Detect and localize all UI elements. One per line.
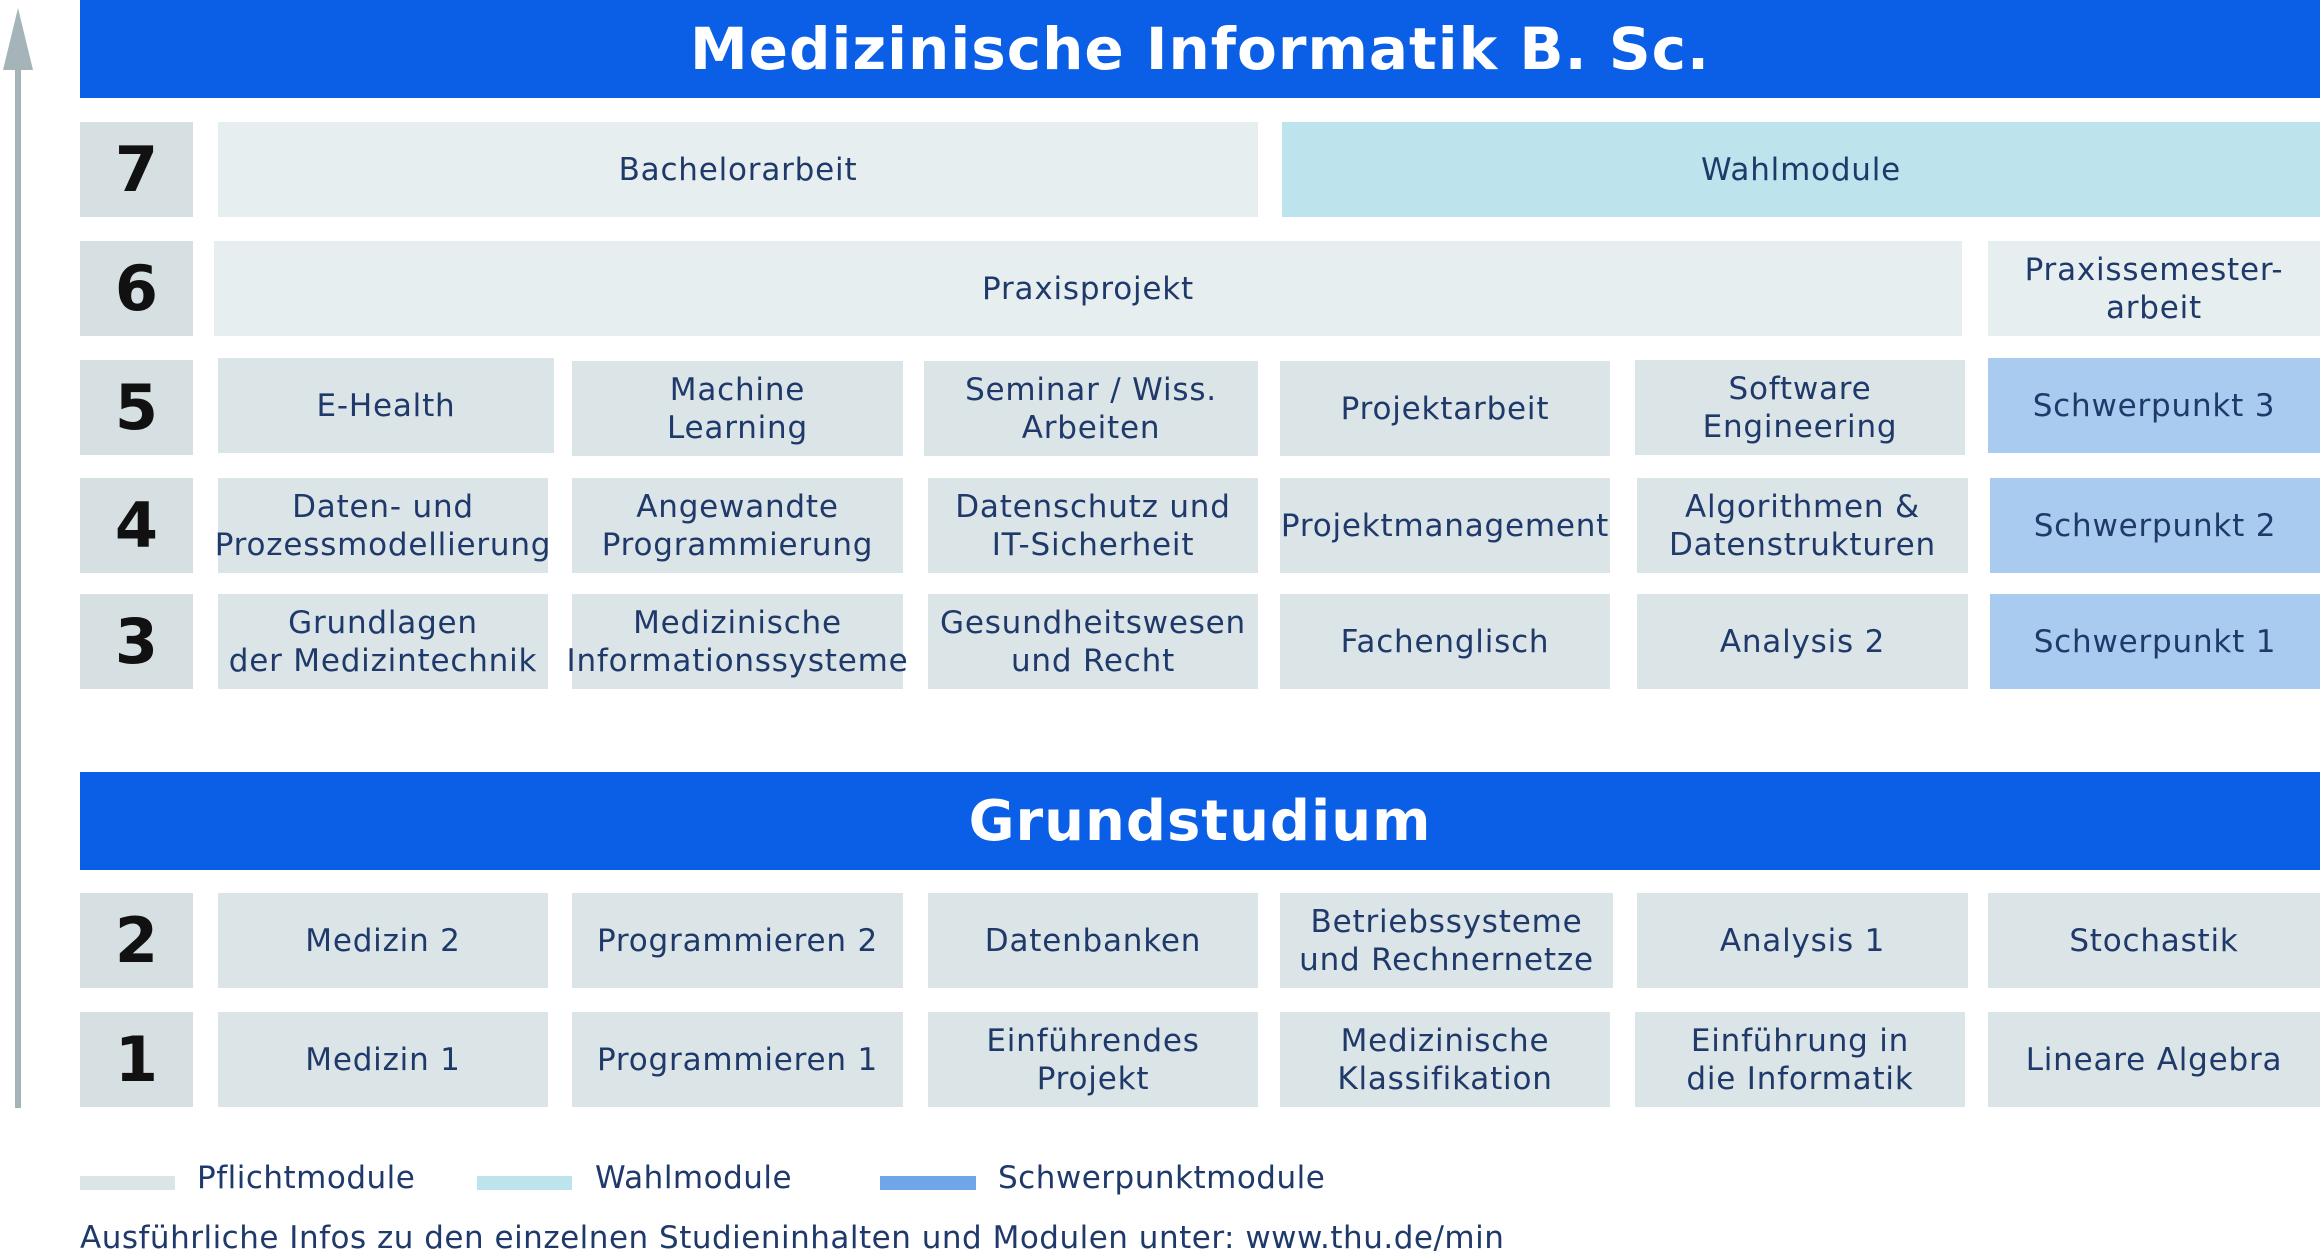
module-programmieren-1: Programmieren 1	[572, 1012, 903, 1107]
module-einfuehrendes-projekt: Einführendes Projekt	[928, 1012, 1258, 1107]
legend-schwerpunkt-label: Schwerpunktmodule	[998, 1160, 1326, 1196]
grundstudium-banner: Grundstudium	[80, 772, 2320, 870]
legend-pflicht-swatch	[80, 1176, 175, 1190]
module-angewandte-programmierung: Angewandte Programmierung	[572, 478, 903, 573]
module-lineare-algebra: Lineare Algebra	[1988, 1012, 2320, 1107]
semester-3-label: 3	[80, 594, 193, 689]
semester-4-label: 4	[80, 478, 193, 573]
module-gesundheitswesen: Gesundheitswesen und Recht	[928, 594, 1258, 689]
semester-6-label: 6	[80, 241, 193, 336]
module-medizin-2: Medizin 2	[218, 893, 548, 988]
module-seminar: Seminar / Wiss. Arbeiten	[924, 361, 1258, 456]
legend-wahl-label: Wahlmodule	[595, 1160, 793, 1196]
module-einfuehrung-informatik: Einführung in die Informatik	[1635, 1012, 1965, 1107]
module-software-engineering: Software Engineering	[1635, 360, 1965, 455]
module-schwerpunkt-3: Schwerpunkt 3	[1988, 358, 2320, 453]
module-medizinische-informationssysteme: Medizinische Informationssysteme	[567, 594, 908, 689]
module-ehealth: E-Health	[218, 358, 554, 453]
module-projektmanagement: Projektmanagement	[1280, 478, 1610, 573]
module-schwerpunkt-1: Schwerpunkt 1	[1990, 594, 2320, 689]
progression-arrow	[3, 8, 33, 1108]
module-medizinische-klassifikation: Medizinische Klassifikation	[1280, 1012, 1610, 1107]
module-analysis-1: Analysis 1	[1637, 893, 1968, 988]
module-programmieren-2: Programmieren 2	[572, 893, 903, 988]
legend-wahl-swatch	[477, 1176, 572, 1190]
module-schwerpunkt-2: Schwerpunkt 2	[1990, 478, 2320, 573]
module-algorithmen: Algorithmen & Datenstrukturen	[1637, 478, 1968, 573]
page-title: Medizinische Informatik B. Sc.	[80, 0, 2320, 98]
module-stochastik: Stochastik	[1988, 893, 2320, 988]
module-datenbanken: Datenbanken	[928, 893, 1258, 988]
semester-1-label: 1	[80, 1012, 193, 1107]
module-praxissemesterarbeit: Praxissemester- arbeit	[1988, 241, 2320, 336]
legend-pflicht-label: Pflichtmodule	[197, 1160, 416, 1196]
module-bachelorarbeit: Bachelorarbeit	[218, 122, 1258, 217]
module-praxisprojekt: Praxisprojekt	[214, 241, 1962, 336]
semester-5-label: 5	[80, 360, 193, 455]
semester-7-label: 7	[80, 122, 193, 217]
module-grundlagen-medizintechnik: Grundlagen der Medizintechnik	[218, 594, 548, 689]
module-medizin-1: Medizin 1	[218, 1012, 548, 1107]
module-fachenglisch: Fachenglisch	[1280, 594, 1610, 689]
module-datenschutz: Datenschutz und IT-Sicherheit	[928, 478, 1258, 573]
module-projektarbeit: Projektarbeit	[1280, 361, 1610, 456]
footer-info: Ausführliche Infos zu den einzelnen Stud…	[80, 1220, 1505, 1256]
module-wahlmodule: Wahlmodule	[1282, 122, 2320, 217]
semester-2-label: 2	[80, 893, 193, 988]
module-betriebssysteme: Betriebssysteme und Rechnernetze	[1280, 893, 1613, 988]
module-machine-learning: Machine Learning	[572, 361, 903, 456]
module-analysis-2: Analysis 2	[1637, 594, 1968, 689]
module-daten-prozessmodellierung: Daten- und Prozessmodellierung	[215, 478, 550, 573]
legend-schwerpunkt-swatch	[880, 1176, 976, 1190]
